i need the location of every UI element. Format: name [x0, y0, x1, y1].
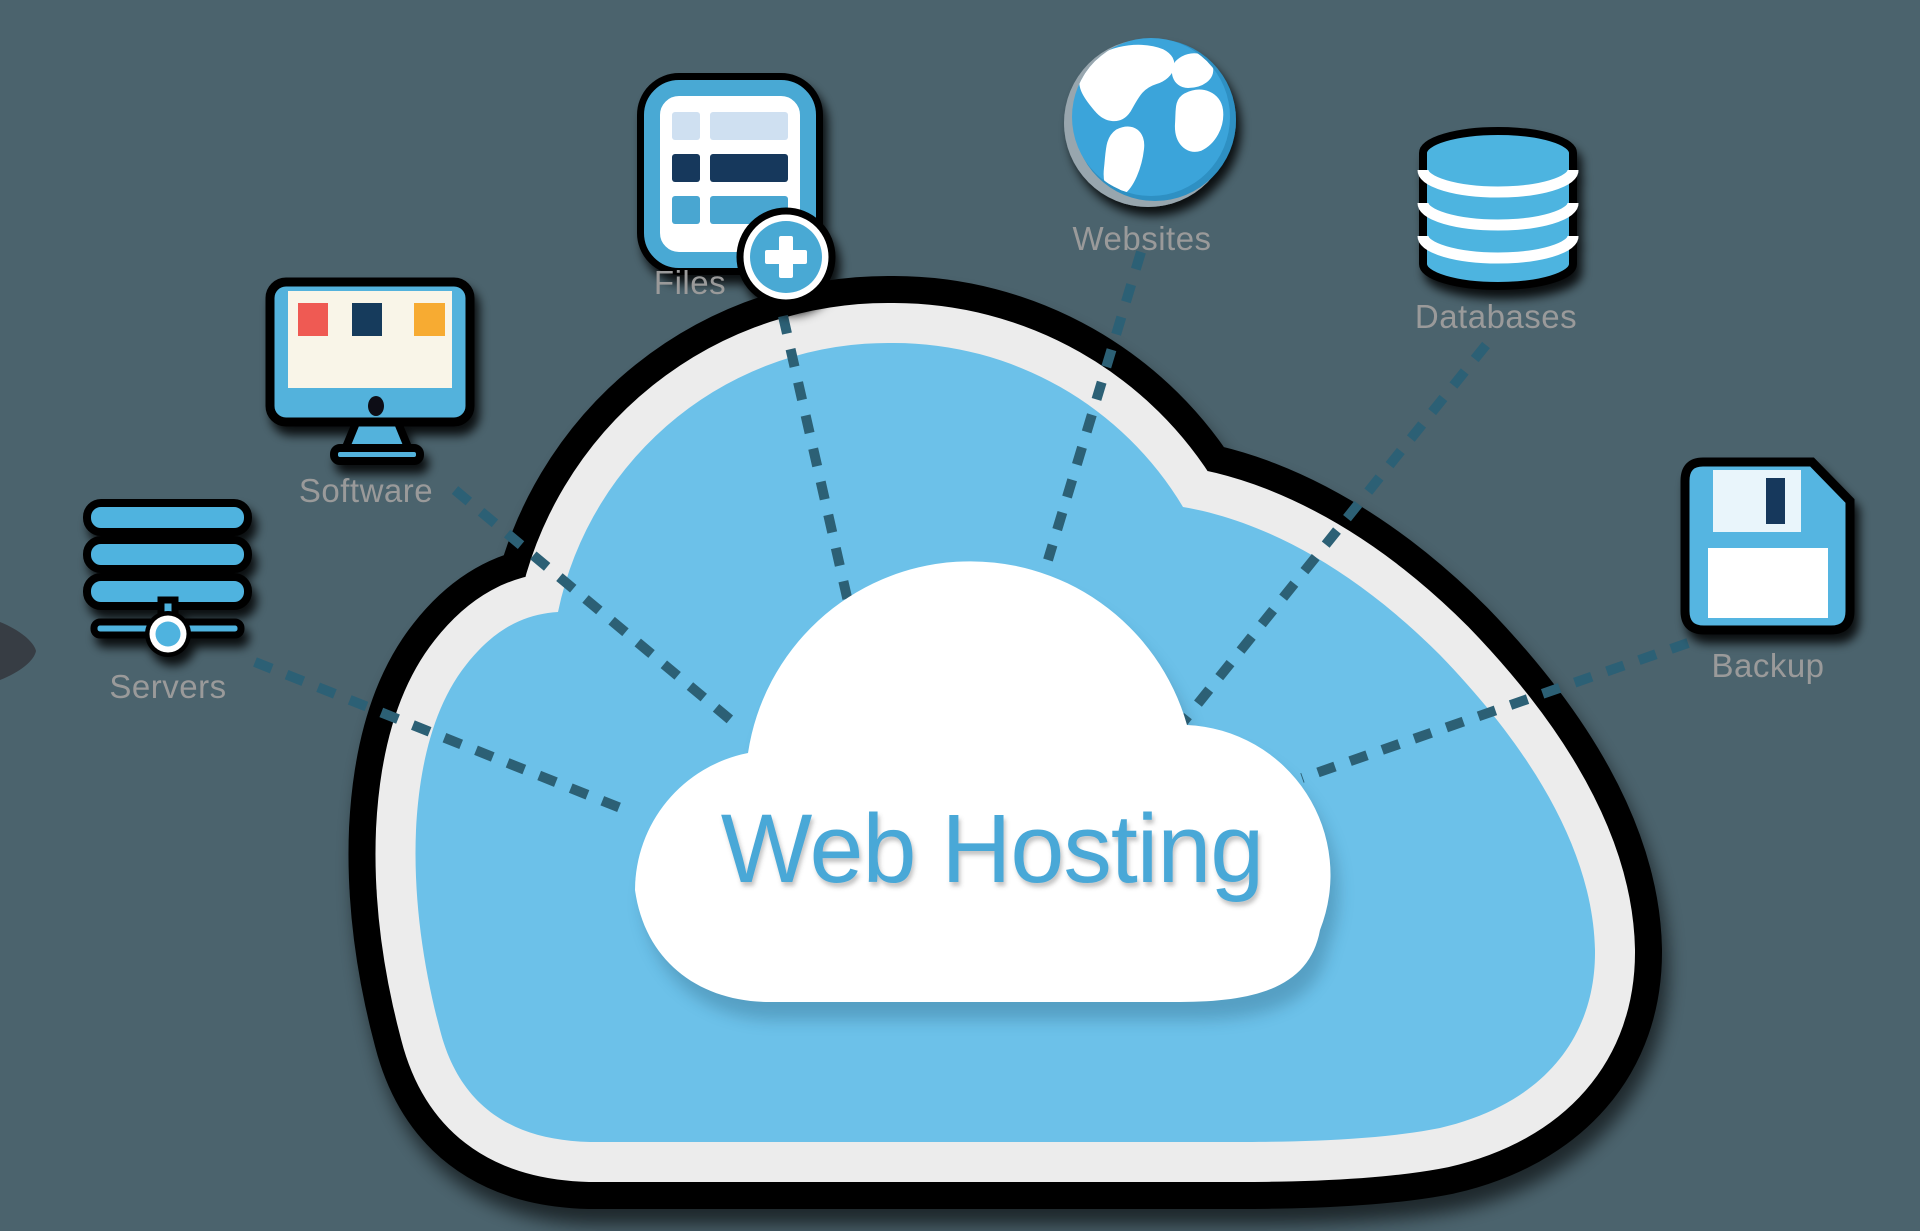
database-stripe	[1417, 169, 1579, 198]
websites-globe-icon	[1064, 38, 1236, 207]
file-row-blue-square	[672, 196, 700, 224]
file-row-navy-bar	[710, 154, 788, 182]
software-connector-line	[451, 486, 737, 726]
floppy-shutter-slot	[1766, 478, 1785, 524]
floppy-shutter	[1713, 470, 1801, 532]
file-row-navy-square	[672, 154, 700, 182]
backup-label: Backup	[1711, 647, 1824, 684]
files-icon	[637, 73, 836, 307]
database-stripe	[1417, 235, 1579, 264]
file-row-light-bar	[710, 112, 788, 140]
web-hosting-title: Web Hosting	[721, 794, 1264, 903]
server-bar	[83, 536, 252, 573]
servers-label: Servers	[109, 668, 226, 705]
files-connector-line	[778, 314, 869, 674]
monitor-power-dot	[368, 396, 384, 416]
database-stripe	[1417, 202, 1579, 231]
inner-cloud	[635, 561, 1331, 1002]
server-bar	[83, 499, 252, 536]
file-row-light-square	[672, 112, 700, 140]
database-cylinder	[1419, 127, 1577, 290]
databases-icon	[1417, 127, 1579, 290]
screen-red-square	[298, 303, 328, 336]
databases-label: Databases	[1415, 298, 1577, 335]
websites-label: Websites	[1072, 220, 1211, 257]
backup-floppy-icon	[1680, 457, 1855, 635]
server-node-dot-core	[155, 621, 181, 647]
floppy-label-panel	[1708, 548, 1828, 618]
screen-navy-square	[352, 303, 382, 336]
software-label: Software	[299, 472, 433, 509]
software-monitor-icon	[265, 277, 475, 465]
monitor-foot	[330, 444, 424, 465]
connector-lines	[253, 250, 1690, 818]
left-edge-cursor-wedge	[0, 622, 36, 680]
screen-orange-square	[414, 303, 445, 336]
backup-connector-line	[1300, 638, 1690, 783]
databases-connector-line	[1176, 341, 1490, 730]
files-label: Files	[654, 264, 726, 301]
globe-continents	[1079, 44, 1224, 196]
servers-icon	[83, 499, 252, 657]
plus-icon	[779, 236, 793, 278]
